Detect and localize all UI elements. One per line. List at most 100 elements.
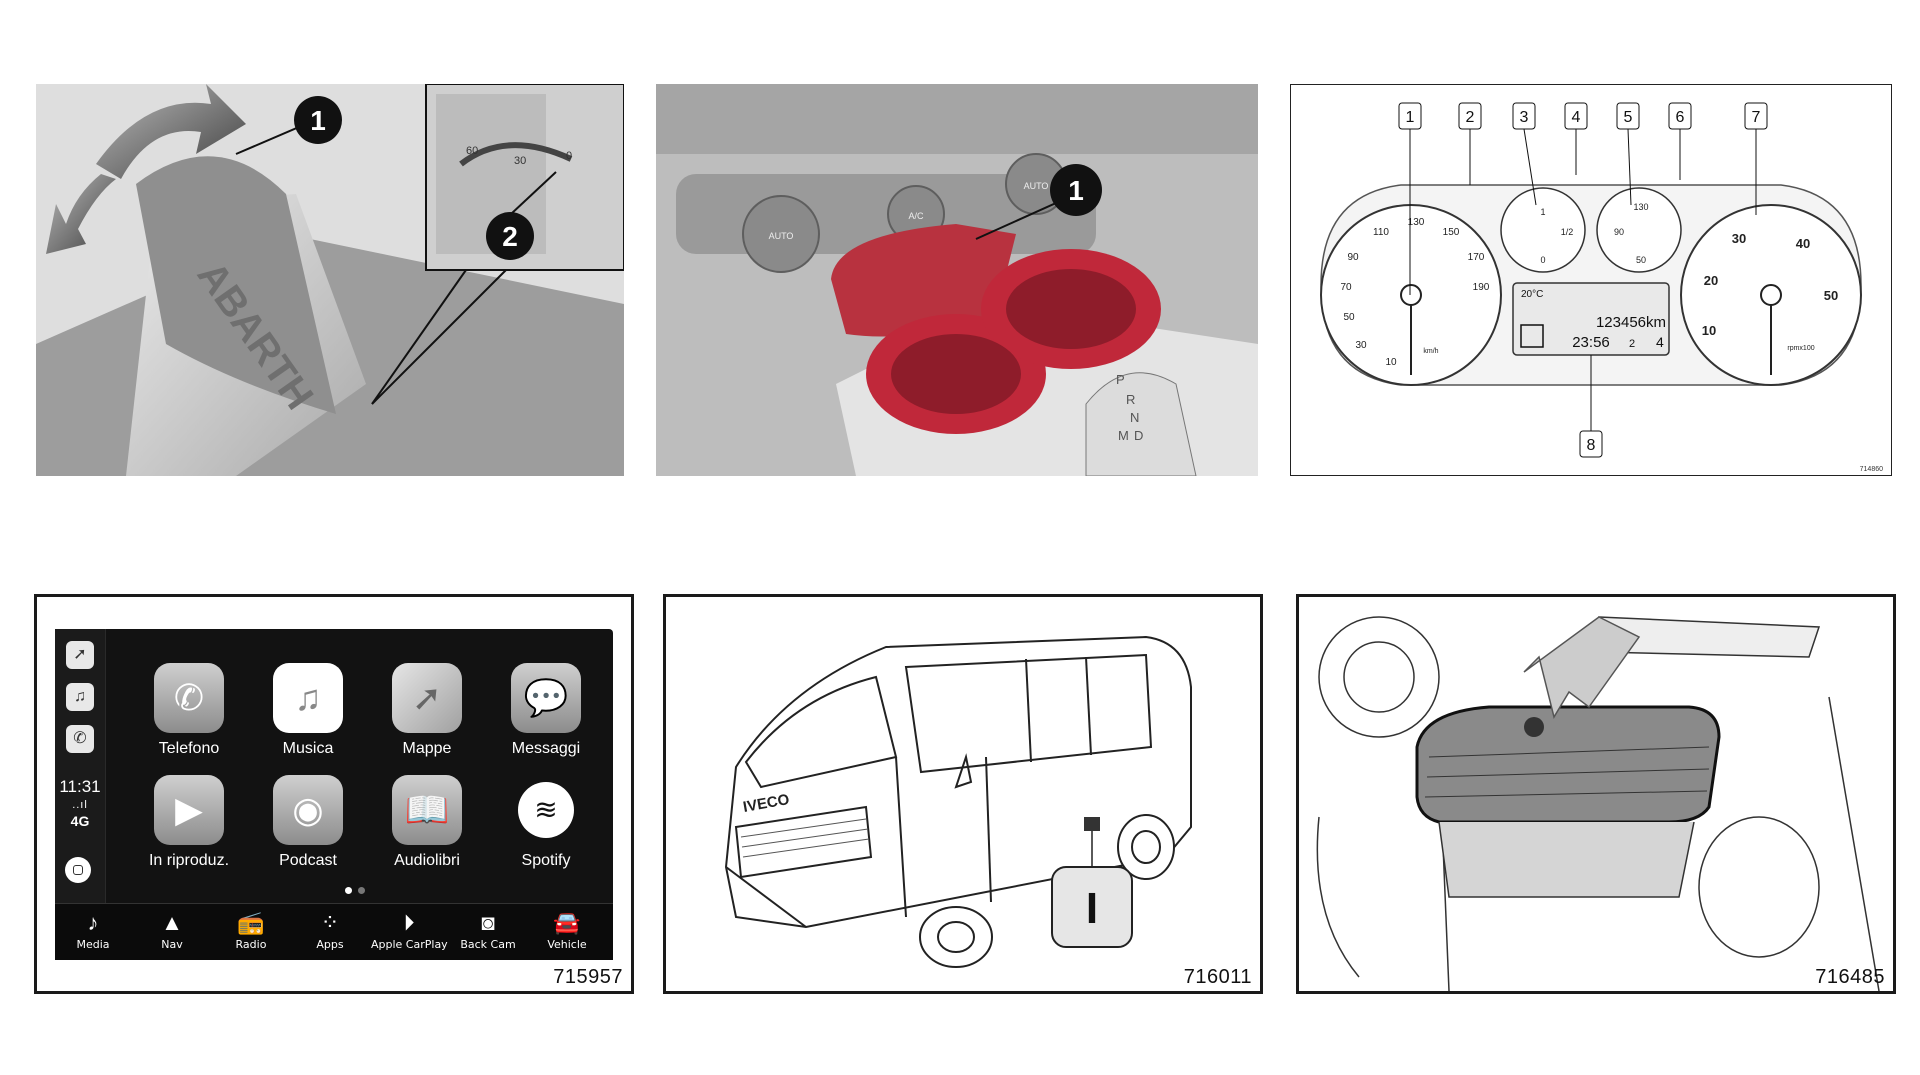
speedo-tick-50: 50 [1343,312,1355,323]
callout-2-badge [486,212,534,260]
door-open-icon [1520,324,1544,348]
tacho-tick-20: 20 [1704,273,1718,288]
bar-apple-carplay[interactable]: ⏵ Apple CarPlay [371,910,448,951]
bar-radio[interactable]: 📻 Radio [213,910,289,951]
speedo-tick-110: 110 [1373,227,1389,238]
music-note-icon: ♪ [87,910,99,935]
app-telefono[interactable]: ✆ Telefono [134,663,244,758]
carplay-play-icon: ⏵ [403,910,415,935]
phone-icon: ✆ [154,663,224,733]
sidebar-phone-icon[interactable]: ✆ [66,725,94,753]
bar-label: Apple CarPlay [371,938,448,951]
cupholder-callout-1-badge [1050,164,1102,216]
camera-icon: ◙ [481,910,495,935]
figure-cluster: 30 50 70 90 110 130 150 170 190 10 km/h … [1290,84,1892,476]
app-label: Mappe [402,740,452,757]
speedo-tick-30: 30 [1355,340,1367,351]
network-type: 4G [70,813,90,829]
app-podcast[interactable]: ◉ Podcast [253,775,363,870]
scale-tick-60: 60 [466,145,478,157]
home-button[interactable] [65,857,91,883]
display-mode: 2 [1629,338,1635,350]
app-label: Musica [282,740,334,757]
app-spotify[interactable]: ≋ Spotify [491,775,601,870]
display-gear: 4 [1656,334,1664,350]
maps-icon: ➚ [392,663,462,733]
bar-label: Apps [316,938,344,951]
bar-nav[interactable]: ▲ Nav [134,910,210,951]
figure-carplay: ➚ ♫ ✆ 11:31 ..ıl 4G ✆ Telefono ♫ Musica … [34,594,634,994]
figure-cupholder: AUTO A/C AUTO P R N D M 1 [656,84,1258,476]
fuel-tick-empty: 0 [1540,255,1545,265]
speedo-tick-170: 170 [1468,252,1485,263]
callout-2: 2 [502,221,518,252]
app-label: Messaggi [511,740,581,757]
cluster-callout-5: 5 [1624,109,1633,126]
display-time: 23:56 [1572,334,1610,351]
van-illustration: IVECO I [724,635,1192,968]
cluster-callout-2: 2 [1466,109,1475,126]
sidebar-music-icon[interactable]: ♫ [66,683,94,711]
speedo-tick-90: 90 [1347,252,1359,263]
app-messaggi[interactable]: 💬 Messaggi [491,663,601,758]
cluster-callout-7: 7 [1752,109,1761,126]
van-callout-badge [1051,866,1133,948]
display-temperature: 20°C [1521,289,1543,300]
callout-row: 1 2 3 4 5 6 7 8 [1398,102,1768,458]
app-mappe[interactable]: ➚ Mappe [372,663,482,758]
bar-vehicle[interactable]: 🚘 Vehicle [529,910,605,951]
callout-1-badge [294,96,342,144]
knob-label-ac: A/C [908,211,924,221]
messages-icon: 💬 [511,663,581,733]
temp-tick-130: 130 [1633,202,1648,212]
carplay-bottom-bar: ♪ Media ▲ Nav 📻 Radio ⁘ Apps ⏵ Apple Car… [55,903,613,960]
app-label: Telefono [158,740,220,757]
bar-label: Media [76,938,110,951]
podcast-icon: ◉ [273,775,343,845]
signal-strength-icon: ..ıl [72,799,88,811]
cluster-callout-6: 6 [1676,109,1685,126]
page-indicator[interactable] [342,881,368,899]
app-audiolibri[interactable]: 📖 Audiolibri [372,775,482,870]
speedo-tick-150: 150 [1443,227,1460,238]
temp-tick-90: 90 [1614,227,1624,237]
battery-illustration [1316,616,1880,991]
display-odometer: 123456km [1596,314,1666,331]
battery-cover [1415,705,1721,824]
scale-tick-0: 0 [566,150,572,162]
cluster-figure-code: 714860 [1860,466,1883,473]
scale-tick-30: 30 [514,155,526,167]
app-musica[interactable]: ♫ Musica [253,663,363,758]
bar-label: Vehicle [547,938,587,951]
app-in-riproduzione[interactable]: ▶ In riproduz. [134,775,244,870]
speedo-tick-190: 190 [1473,282,1490,293]
knob-label-right: AUTO [1024,181,1049,191]
speedometer-ticks: 30 50 70 90 110 130 150 170 190 10 km/h [1340,217,1489,368]
cluster-callout-1: 1 [1406,109,1415,126]
cluster-callout-8: 8 [1587,437,1596,454]
tacho-tick-50: 50 [1824,288,1838,303]
vehicle-icon: 🚘 [553,910,581,935]
figure-battery: 716485 [1296,594,1896,994]
battery-figure-code: 716485 [1815,966,1885,988]
gear-d: D [1134,428,1143,443]
speed-unit: km/h [1423,348,1438,355]
bar-back-cam[interactable]: ◙ Back Cam [450,910,526,951]
rotate-arrow-icon [96,84,246,179]
bar-label: Back Cam [460,938,516,951]
sidebar-maps-icon[interactable]: ➚ [66,641,94,669]
temp-tick-50: 50 [1636,255,1646,265]
socket-marker-icon [1084,817,1100,831]
cluster-callout-4: 4 [1572,109,1581,126]
speedo-tick-70: 70 [1340,282,1352,293]
rpm-unit: rpmx100 [1787,345,1814,352]
spotify-icon: ≋ [518,782,574,838]
speedo-tick-10: 10 [1385,357,1397,368]
navigation-arrow-icon: ▲ [161,910,183,935]
carplay-screen: ➚ ♫ ✆ 11:31 ..ıl 4G ✆ Telefono ♫ Musica … [55,629,613,960]
gear-r: R [1126,392,1135,407]
bar-media[interactable]: ♪ Media [55,910,131,951]
pointer-arrow-icon [1523,616,1641,719]
tacho-tick-10: 10 [1702,323,1716,338]
bar-apps[interactable]: ⁘ Apps [292,910,368,951]
